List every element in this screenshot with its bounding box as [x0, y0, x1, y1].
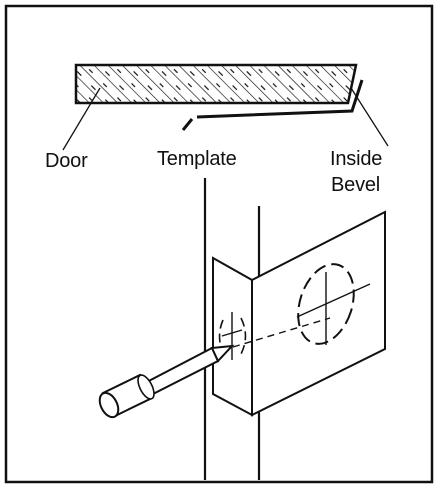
door-label: Door	[45, 150, 88, 172]
leader-lines	[62, 87, 389, 151]
inside-bevel-label-line1: Inside	[330, 148, 383, 170]
face-center-mark	[296, 263, 371, 345]
center-line	[232, 317, 331, 348]
inside-bevel-label-line2: Bevel	[331, 174, 381, 196]
bevel-leader	[350, 87, 389, 147]
frame-border	[4, 4, 434, 484]
door-cross-section	[74, 63, 358, 105]
template-label: Template	[157, 148, 237, 170]
template-strip	[181, 79, 364, 131]
awl-tool	[98, 344, 235, 419]
door-leader	[62, 87, 101, 151]
